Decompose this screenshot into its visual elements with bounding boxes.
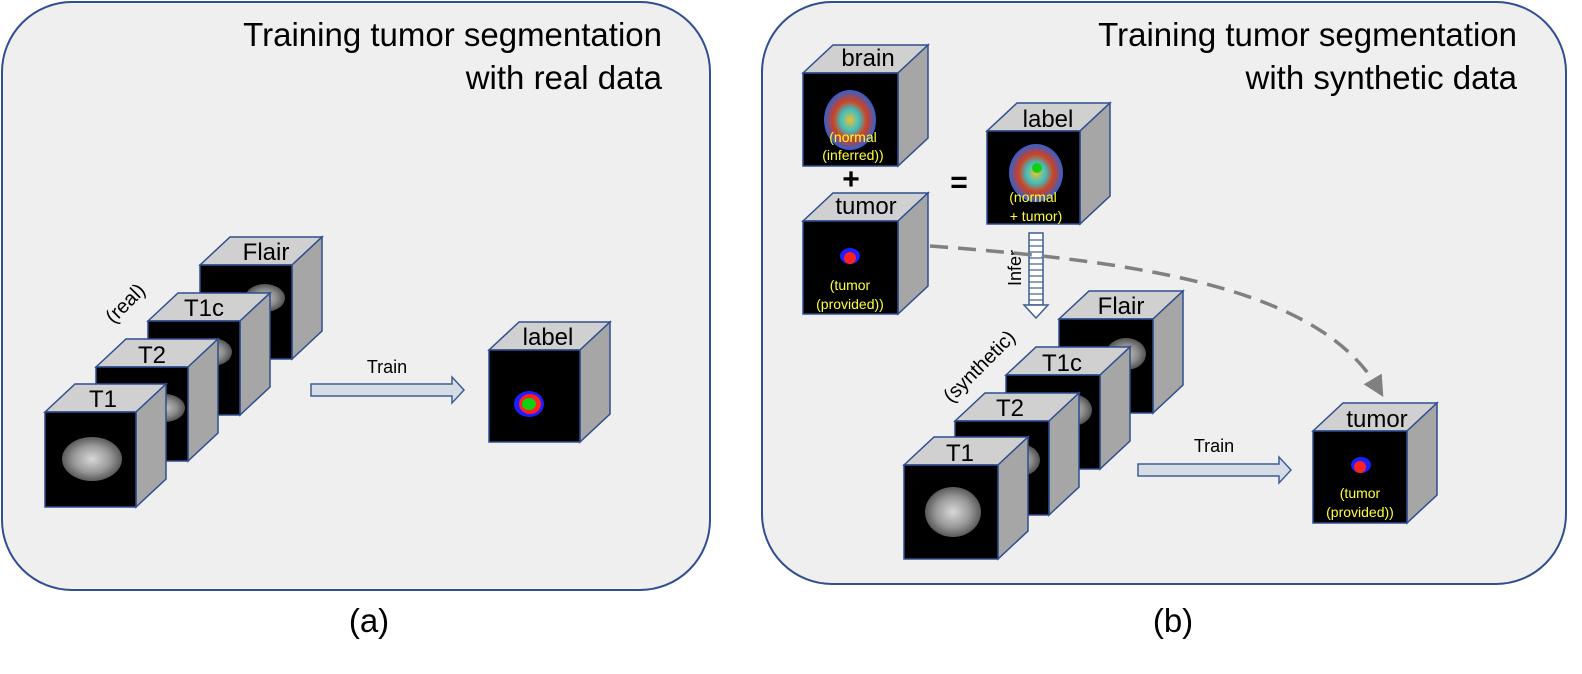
cube-tumor-input: tumor (tumor (provided))	[801, 191, 930, 316]
cube-label-combined: label (normal + tumor)	[985, 101, 1112, 226]
cube-label-label-b: label	[1023, 106, 1074, 133]
train-label-b: Train	[1194, 436, 1234, 456]
label-note-2: + tumor)	[1010, 208, 1063, 224]
brain-mri-image	[62, 437, 122, 481]
cube-tumor-target: tumor (tumor (provided))	[1311, 401, 1439, 525]
synthetic-brain-mri-image	[925, 487, 981, 537]
target-note-1: (tumor	[1340, 485, 1381, 501]
cube-label-t1c: T1c	[184, 295, 224, 322]
tumor-provided-dashed-arrow	[929, 244, 1384, 398]
caption-b: (b)	[1153, 602, 1193, 639]
cube-label-t1: T1	[89, 386, 117, 413]
panel-a-title-line1: Training tumor segmentation	[243, 16, 662, 53]
label-note-1: (normal	[1009, 189, 1056, 205]
cube-label-t2-synthetic: T2	[996, 395, 1024, 422]
tumor-note-2: (provided))	[816, 296, 884, 312]
panel-b: Training tumor segmentation with synthet…	[761, 1, 1567, 585]
equals-sign: =	[950, 166, 968, 199]
train-label-a: Train	[367, 357, 407, 377]
brain-note-1: (normal	[829, 129, 876, 145]
cube-t1-real: T1	[43, 382, 168, 509]
cube-label-flair: Flair	[243, 239, 290, 266]
cube-label-flair-synthetic: Flair	[1098, 293, 1145, 320]
tumor-note-1: (tumor	[830, 277, 871, 293]
plus-sign: +	[842, 163, 860, 196]
infer-label: Infer	[1005, 250, 1025, 286]
cube-t1-synthetic: T1	[902, 435, 1030, 561]
brain-normal-label-map	[824, 90, 876, 150]
cube-label-t2: T2	[138, 342, 166, 369]
cube-label-tumor-input: tumor	[835, 193, 896, 220]
panel-b-title-line2: with synthetic data	[1245, 59, 1518, 96]
cube-label-label-a: label	[523, 324, 574, 351]
cube-brain: brain (normal (inferred))	[801, 43, 930, 168]
train-arrow-b	[1137, 455, 1293, 485]
panel-b-title-line1: Training tumor segmentation	[1098, 16, 1517, 53]
target-note-2: (provided))	[1326, 504, 1394, 520]
caption-a: (a)	[349, 602, 389, 639]
train-arrow-a	[310, 375, 466, 405]
combined-label-map	[1009, 144, 1063, 202]
cube-label-t1-synthetic: T1	[946, 440, 974, 467]
panel-a: Training tumor segmentation with real da…	[1, 1, 711, 591]
cube-label-t1c-synthetic: T1c	[1042, 350, 1082, 377]
panel-a-title-line2: with real data	[465, 59, 663, 96]
cube-label-tumor-target: tumor	[1346, 406, 1407, 433]
infer-arrow	[1022, 232, 1050, 320]
cube-label-target-a: label	[487, 320, 612, 444]
cube-label-brain: brain	[841, 45, 894, 72]
brain-note-2: (inferred))	[822, 147, 883, 163]
